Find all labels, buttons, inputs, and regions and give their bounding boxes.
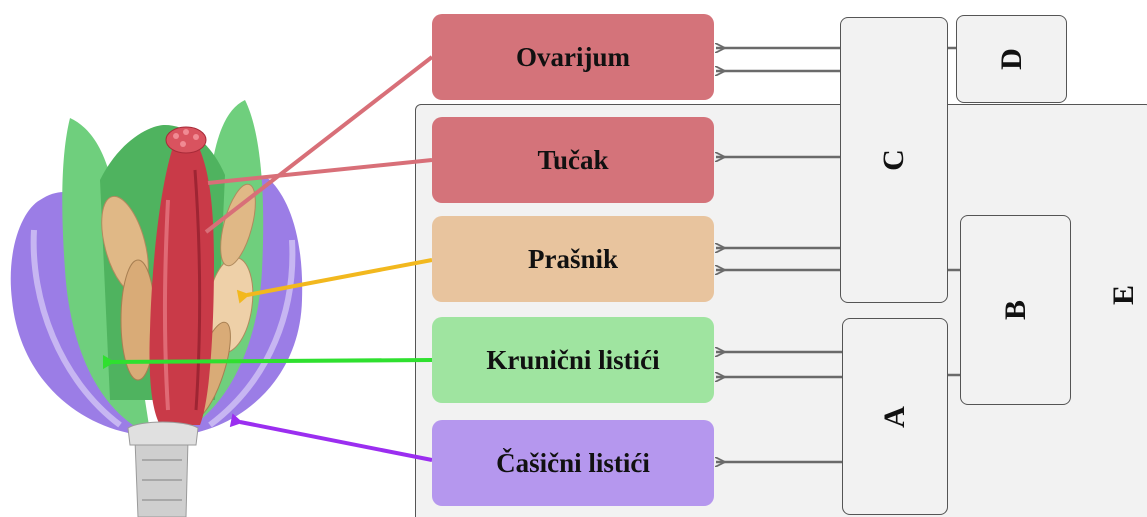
- petal-arrow: [102, 355, 433, 370]
- gene-d-box: D: [956, 15, 1067, 103]
- gene-a-box: A: [842, 318, 948, 515]
- stamen-4: [220, 183, 256, 267]
- organ-sepal-box: Čašični listići: [432, 420, 714, 506]
- organ-pistil-box: Tučak: [432, 117, 714, 203]
- organ-stamen-label: Prašnik: [527, 243, 619, 274]
- organ-petal-label: Krunični listići: [486, 344, 660, 375]
- flower-illustration: [10, 100, 303, 517]
- pistil-connector: [207, 158, 433, 185]
- sepal-arrow: [229, 413, 433, 462]
- gene-d-label: D: [994, 48, 1028, 70]
- ovary-connector: [204, 55, 434, 234]
- gene-c-label: C: [877, 149, 910, 171]
- flower-stem: [134, 439, 189, 517]
- organ-petal-box: Krunični listići: [432, 317, 714, 403]
- gene-b-box: B: [960, 215, 1071, 405]
- organ-ovary-box: Ovarijum: [432, 14, 714, 100]
- gene-arrows: [716, 48, 960, 462]
- organ-stamen-box: Prašnik: [432, 216, 714, 302]
- gene-c-box: C: [840, 17, 948, 303]
- organ-sepal-label: Čašični listići: [496, 447, 650, 478]
- stamen-arrow: [236, 258, 433, 304]
- organ-pistil-label: Tučak: [537, 144, 609, 175]
- gene-b-label: B: [998, 299, 1032, 321]
- gene-a-label: A: [878, 405, 911, 428]
- organ-ovary-label: Ovarijum: [516, 41, 630, 72]
